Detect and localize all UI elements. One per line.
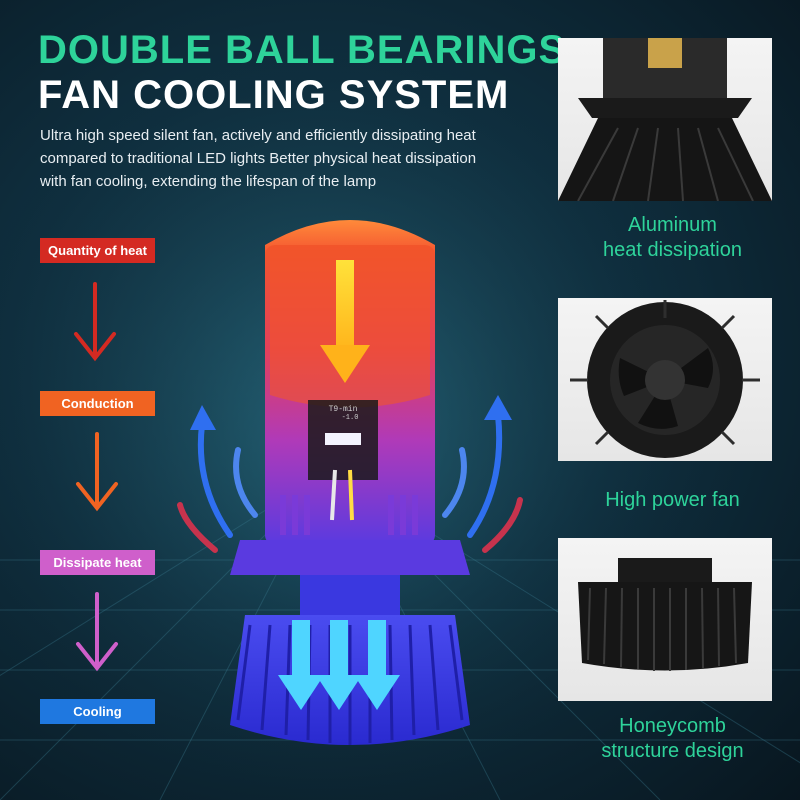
description-line: compared to traditional LED lights Bette… bbox=[40, 150, 477, 167]
step-cooling: Cooling bbox=[40, 699, 155, 724]
feature-image-fan bbox=[558, 298, 772, 461]
step-quantity-of-heat: Quantity of heat bbox=[40, 238, 155, 263]
feature-caption-aluminum: Aluminum heat dissipation bbox=[555, 213, 790, 263]
chip-text: T9-min bbox=[329, 405, 358, 414]
caption-line: structure design bbox=[601, 740, 744, 762]
description: Ultra high speed silent fan, actively an… bbox=[40, 124, 540, 193]
feature-caption-honeycomb: Honeycomb structure design bbox=[555, 714, 790, 764]
caption-line: High power fan bbox=[605, 489, 740, 511]
arrow-down-icon bbox=[76, 432, 118, 512]
description-line: Ultra high speed silent fan, actively an… bbox=[40, 127, 476, 144]
headline-line-1: DOUBLE BALL BEARINGS bbox=[38, 28, 567, 72]
caption-line: Honeycomb bbox=[619, 715, 726, 737]
feature-image-honeycomb bbox=[558, 538, 772, 701]
step-dissipate-heat: Dissipate heat bbox=[40, 550, 155, 575]
chip-text: -1.0 bbox=[342, 414, 359, 422]
caption-line: heat dissipation bbox=[603, 239, 742, 261]
feature-caption-fan: High power fan bbox=[555, 488, 790, 513]
description-line: with fan cooling, extending the lifespan… bbox=[40, 173, 377, 190]
arrow-down-icon bbox=[74, 282, 116, 362]
led-bulb-illustration: T9-min -1.0 bbox=[177, 220, 523, 745]
headline-line-2: FAN COOLING SYSTEM bbox=[38, 73, 510, 117]
arrow-down-icon bbox=[76, 592, 118, 672]
step-conduction: Conduction bbox=[40, 391, 155, 416]
caption-line: Aluminum bbox=[628, 214, 717, 236]
feature-image-aluminum bbox=[558, 38, 772, 201]
